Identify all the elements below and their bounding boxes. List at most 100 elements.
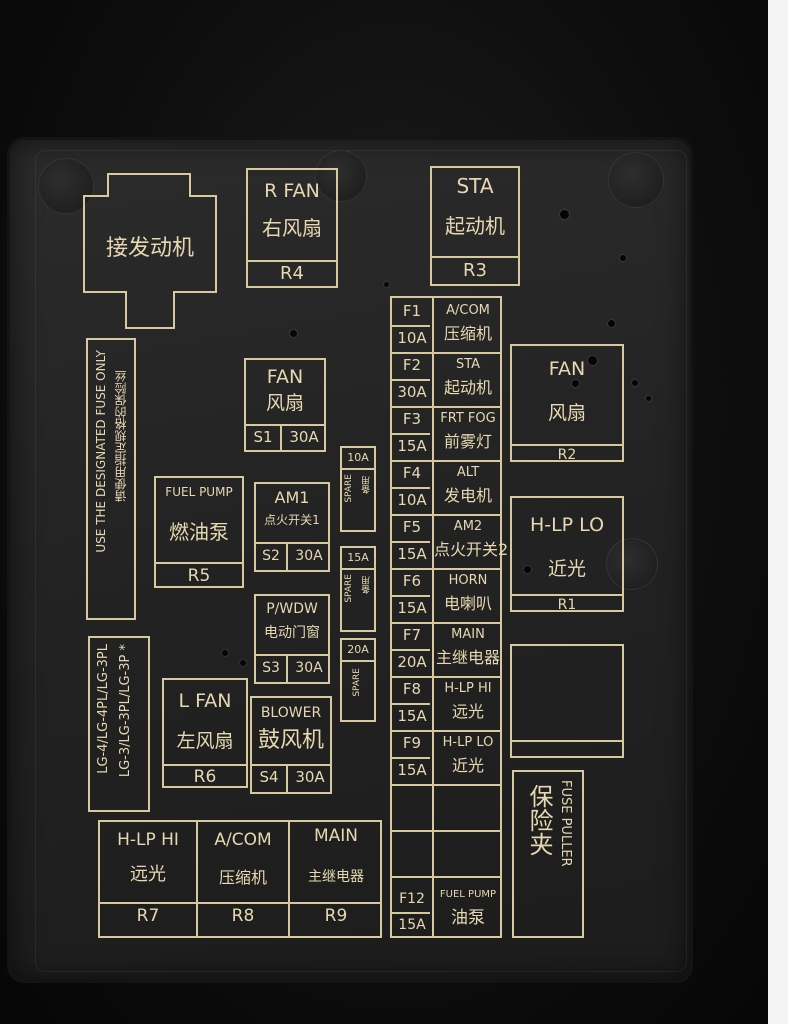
blank-fuse-row xyxy=(392,830,500,832)
spare-fuse-20a: 20A SPARE xyxy=(340,638,376,722)
fuse-id: F12 xyxy=(399,891,425,907)
fuse-cn: 发电机 xyxy=(443,486,492,505)
relay-r8-cn: 压缩机 xyxy=(218,868,267,887)
relay-r7-cn: 远光 xyxy=(130,864,166,885)
fuse-en: STA xyxy=(455,357,481,372)
spare-15a-label: SPARE xyxy=(344,574,354,603)
fuse-box-lid xyxy=(10,140,690,980)
fuse-amp: 10A xyxy=(397,491,427,509)
connector-label: 接发动机 xyxy=(105,236,194,261)
fuse-row-mid-divider xyxy=(392,487,430,489)
relay-r2-id: R2 xyxy=(557,447,577,463)
spare-10a-cn: 备用 xyxy=(362,476,372,494)
mounting-bolt xyxy=(608,152,664,208)
fuse-amp: 10A xyxy=(397,329,427,347)
fuse-amp: 15A xyxy=(397,437,427,455)
fuse-s4-cn: 鼓风机 xyxy=(257,728,324,753)
relay-r6-cn: 左风扇 xyxy=(176,730,234,752)
fuse-s4-en: BLOWER xyxy=(260,705,322,721)
fuse-en: FRT FOG xyxy=(440,411,496,426)
relay-r7-en: H-LP HI xyxy=(117,830,179,850)
fuse-en: H-LP LO xyxy=(442,735,494,750)
relay-r6: L FAN 左风扇 R6 xyxy=(162,678,248,788)
fuse-id: F2 xyxy=(402,356,422,374)
fuse-amp: 15A xyxy=(398,917,426,933)
relay-r5-id: R5 xyxy=(187,566,211,586)
relay-r5-cn: 燃油泵 xyxy=(169,520,229,544)
fuse-en: AM2 xyxy=(453,519,483,534)
relay-r6-en: L FAN xyxy=(178,690,232,712)
fuse-row-divider xyxy=(392,784,500,786)
fuse-cn: 压缩机 xyxy=(443,324,492,343)
relay-r9-id: R9 xyxy=(324,906,348,926)
relay-r3: STA 起动机 R3 xyxy=(430,166,520,286)
fuse-row-divider xyxy=(392,676,500,678)
water-drop xyxy=(632,380,638,386)
fuse-row-mid-divider xyxy=(392,703,430,705)
fuse-puller: 保险夹 FUSE PULLER xyxy=(512,770,584,938)
spare-15a-amp: 15A xyxy=(347,551,369,564)
fuse-s3-id: S3 xyxy=(262,660,280,676)
fuse-en: H-LP HI xyxy=(444,681,492,696)
notice-cn: 请使用指定规格的保险丝 xyxy=(114,370,128,502)
photo-edge xyxy=(768,0,788,1024)
fuse-row-mid-divider xyxy=(392,379,430,381)
water-drop xyxy=(240,660,246,666)
fuse-s4-amp: 30A xyxy=(295,768,325,786)
fuse-en: MAIN xyxy=(451,627,485,642)
relay-r8-en: A/COM xyxy=(214,830,272,850)
fuse-row-divider xyxy=(392,730,500,732)
fuse-row-mid-divider xyxy=(392,541,430,543)
relay-r9-en: MAIN xyxy=(313,826,359,846)
fuse-row-mid-divider xyxy=(392,757,430,759)
relay-r4-cn: 右风扇 xyxy=(262,216,322,240)
fuse-puller-cn: 保险夹 xyxy=(525,784,553,856)
fuse-s1-cn: 风扇 xyxy=(265,392,304,414)
water-drop xyxy=(646,396,651,401)
spare-10a-amp: 10A xyxy=(347,451,369,464)
notice-en: USE THE DESIGNATED FUSE ONLY xyxy=(94,350,108,553)
fuse-row-divider xyxy=(392,568,500,570)
fuse-s1-id: S1 xyxy=(253,428,273,446)
relay-r1-cn: 近光 xyxy=(547,558,586,580)
connector-outline xyxy=(83,173,217,329)
fuse-amp: 15A xyxy=(397,707,427,725)
fuse-row-divider xyxy=(392,406,500,408)
spare-20a-label: SPARE xyxy=(352,668,362,697)
lid-inner-rim xyxy=(35,150,687,972)
fuse-s1: FAN 风扇 S1 30A xyxy=(244,358,326,452)
water-drop xyxy=(572,380,579,387)
model-line1: LG-4/LG-4PL/LG-3PL xyxy=(96,644,111,774)
fuse-s3-amp: 30A xyxy=(295,660,323,676)
fuse-s2-id: S2 xyxy=(262,548,280,564)
fuse-cn: 油泵 xyxy=(451,908,485,928)
fuse-row-mid-divider xyxy=(392,433,430,435)
fuse-row-divider xyxy=(392,352,500,354)
water-drop xyxy=(588,356,597,365)
bottom-relay-row: H-LP HI 远光 R7 A/COM 压缩机 R8 MAIN 主继电器 R9 xyxy=(98,820,382,938)
water-drop xyxy=(290,330,297,337)
relay-r5-en: FUEL PUMP xyxy=(165,485,233,499)
fuse-s2: AM1 点火开关1 S2 30A xyxy=(254,482,330,572)
fuse-s4: BLOWER 鼓风机 S4 30A xyxy=(250,696,332,794)
relay-r8-id: R8 xyxy=(231,906,255,926)
relay-r1-id: R1 xyxy=(557,597,577,613)
fuse-cn: 远光 xyxy=(451,702,484,721)
mounting-bolt xyxy=(315,150,367,202)
fuse-cn: 前雾灯 xyxy=(443,432,492,451)
fuse-puller-en: FUSE PULLER xyxy=(558,780,573,867)
relay-r2: FAN 风扇 R2 xyxy=(510,344,624,462)
relay-r3-en: STA xyxy=(456,174,494,198)
relay-r1-en: H-LP LO xyxy=(529,514,605,536)
fuse-en: ALT xyxy=(456,465,480,480)
fuse-s4-id: S4 xyxy=(259,768,279,786)
fuse-row-divider xyxy=(392,514,500,516)
fuse-en: FUEL PUMP xyxy=(439,889,497,900)
fuse-row-divider xyxy=(392,622,500,624)
model-plate: LG-4/LG-4PL/LG-3PL LG-3/LG-3PL/LG-3P * xyxy=(88,636,150,812)
fuse-cn: 电喇叭 xyxy=(443,594,492,613)
fuse-s3-en: P/WDW xyxy=(266,601,318,617)
relay-r4-id: R4 xyxy=(280,263,304,284)
